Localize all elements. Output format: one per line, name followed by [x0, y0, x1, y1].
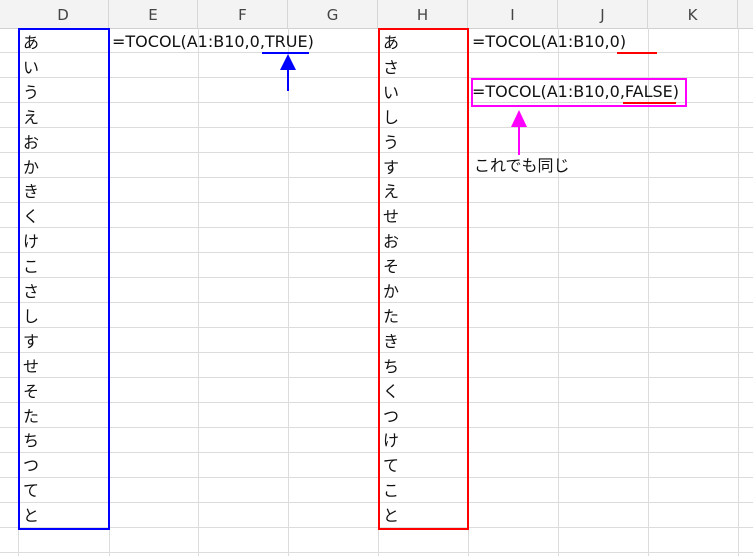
cell[interactable]: こ	[383, 481, 400, 501]
default-underline	[617, 52, 657, 54]
cell[interactable]: た	[383, 306, 400, 326]
false-formula-highlight	[471, 78, 687, 107]
cell[interactable]: せ	[23, 356, 40, 376]
arrow-up-blue-icon	[280, 54, 296, 91]
cell[interactable]: せ	[383, 207, 400, 227]
cell-grid	[0, 28, 753, 556]
cell[interactable]: た	[23, 406, 40, 426]
false-underline	[623, 102, 676, 104]
cell[interactable]: そ	[23, 381, 40, 401]
cell[interactable]: さ	[383, 57, 400, 77]
cell[interactable]: あ	[383, 33, 400, 52]
cell[interactable]: う	[23, 82, 40, 102]
cell[interactable]: け	[23, 232, 40, 252]
cell[interactable]: か	[23, 157, 40, 177]
cell[interactable]: う	[383, 132, 400, 152]
formula-false-cell[interactable]: =TOCOL(A1:B10,0,FALSE)	[472, 82, 679, 101]
column-h-highlight	[378, 28, 469, 530]
grid-line	[738, 28, 739, 556]
cell[interactable]: し	[23, 306, 40, 326]
cell[interactable]: き	[23, 182, 40, 202]
cell[interactable]: し	[383, 107, 400, 127]
true-underline	[262, 52, 309, 54]
column-header-j[interactable]: J	[558, 0, 648, 28]
cell[interactable]: い	[383, 82, 400, 102]
cell[interactable]: さ	[23, 282, 40, 301]
column-header-h[interactable]: H	[378, 0, 468, 28]
column-header-k[interactable]: K	[648, 0, 738, 28]
cell[interactable]: あ	[23, 33, 40, 52]
cell[interactable]: と	[23, 506, 40, 526]
note-label: これでも同じ	[474, 156, 570, 175]
cell[interactable]: く	[23, 207, 40, 227]
cell[interactable]: け	[383, 431, 400, 451]
cell[interactable]: て	[383, 456, 400, 476]
cell[interactable]: え	[383, 182, 400, 202]
grid-line	[648, 28, 649, 556]
column-header-f[interactable]: F	[198, 0, 288, 28]
cell[interactable]: す	[383, 157, 400, 177]
cell[interactable]: つ	[383, 406, 400, 426]
cell[interactable]: ち	[383, 356, 400, 376]
formula-default-cell[interactable]: =TOCOL(A1:B10,0)	[472, 32, 627, 51]
cell[interactable]: お	[23, 132, 40, 152]
cell[interactable]: い	[23, 57, 40, 77]
cell[interactable]: て	[23, 481, 40, 501]
grid-line	[288, 28, 289, 556]
grid-line	[198, 28, 199, 556]
cell[interactable]: え	[23, 107, 40, 127]
cell[interactable]: か	[383, 282, 400, 301]
column-header-e[interactable]: E	[109, 0, 198, 28]
grid-line	[558, 28, 559, 556]
arrow-up-magenta-icon	[511, 110, 527, 155]
cell[interactable]: す	[23, 331, 40, 351]
cell[interactable]: つ	[23, 456, 40, 476]
cell[interactable]: そ	[383, 257, 400, 277]
cell[interactable]: く	[383, 381, 400, 401]
cell[interactable]: と	[383, 506, 400, 526]
formula-true-cell[interactable]: =TOCOL(A1:B10,0,TRUE)	[112, 32, 314, 51]
cell[interactable]: ち	[23, 431, 40, 451]
cell[interactable]: お	[383, 232, 400, 252]
column-header-d[interactable]: D	[18, 0, 109, 28]
cell[interactable]: こ	[23, 257, 40, 277]
column-header-g[interactable]: G	[288, 0, 378, 28]
column-d-highlight	[18, 28, 110, 530]
cell[interactable]: き	[383, 331, 400, 351]
column-header-i[interactable]: I	[468, 0, 558, 28]
